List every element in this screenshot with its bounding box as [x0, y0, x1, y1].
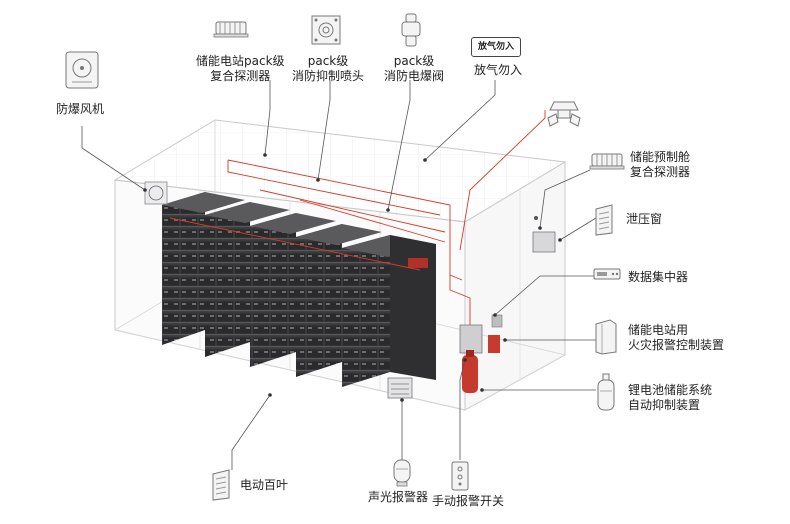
label-sound-light-alarm: 声光报警器	[368, 490, 429, 504]
label-pack-detector: 储能电站pack级 复合探测器	[196, 54, 285, 83]
fire-alarm-control-unit	[459, 314, 503, 354]
label-explosion-proof-fan: 防爆风机	[56, 102, 105, 116]
fan-icon	[65, 51, 99, 89]
suppression-piping	[169, 159, 471, 350]
cabin-detector-icon	[589, 153, 625, 170]
battery-rack-2	[205, 202, 290, 357]
label-fire-alarm-controller: 储能电站用 火灾报警控制装置	[628, 323, 725, 352]
data-hub-icon	[593, 268, 621, 280]
battery-rack-5	[342, 235, 436, 387]
cabin-detector-mount-icon	[547, 101, 581, 127]
label-manual-alarm-switch: 手动报警开关	[432, 494, 505, 508]
battery-rack-1	[162, 192, 245, 345]
label-pack-sprinkler: pack级 消防抑制喷头	[292, 54, 365, 83]
sound-light-alarm-icon	[393, 459, 411, 487]
cabin-detector-unit	[532, 216, 556, 253]
label-cabin-detector: 储能预制舱 复合探测器	[630, 150, 691, 179]
explosion-proof-fan-unit	[144, 181, 168, 205]
battery-rack-4	[296, 224, 382, 377]
battery-racks	[162, 192, 436, 387]
label-no-gas-entry: 放气勿入	[474, 63, 523, 77]
manual-alarm-switch-icon	[451, 461, 469, 491]
pressure-vent-icon	[595, 204, 613, 236]
no-gas-sign-text: 放气勿入	[477, 42, 514, 52]
electric-louver-unit	[387, 377, 413, 399]
pack-detector-icon	[213, 21, 249, 38]
label-pack-valve: pack级 消防电爆阀	[384, 54, 445, 83]
no-entry-sign-icon: 放气勿入	[471, 37, 521, 57]
label-vent-window: 泄压窗	[626, 212, 663, 226]
label-electric-louver: 电动百叶	[240, 478, 289, 492]
suppression-cylinder	[462, 350, 478, 393]
leader-lines	[81, 80, 597, 470]
label-suppression-device: 锂电池储能系统 自动抑制装置	[628, 383, 713, 412]
label-data-hub: 数据集中器	[628, 270, 689, 284]
sprinkler-icon	[311, 15, 341, 45]
valve-icon	[401, 13, 421, 47]
alarm-controller-icon	[595, 319, 617, 355]
suppression-bottle-icon	[597, 373, 615, 411]
louver-icon	[212, 469, 230, 501]
battery-rack-3	[250, 213, 336, 367]
